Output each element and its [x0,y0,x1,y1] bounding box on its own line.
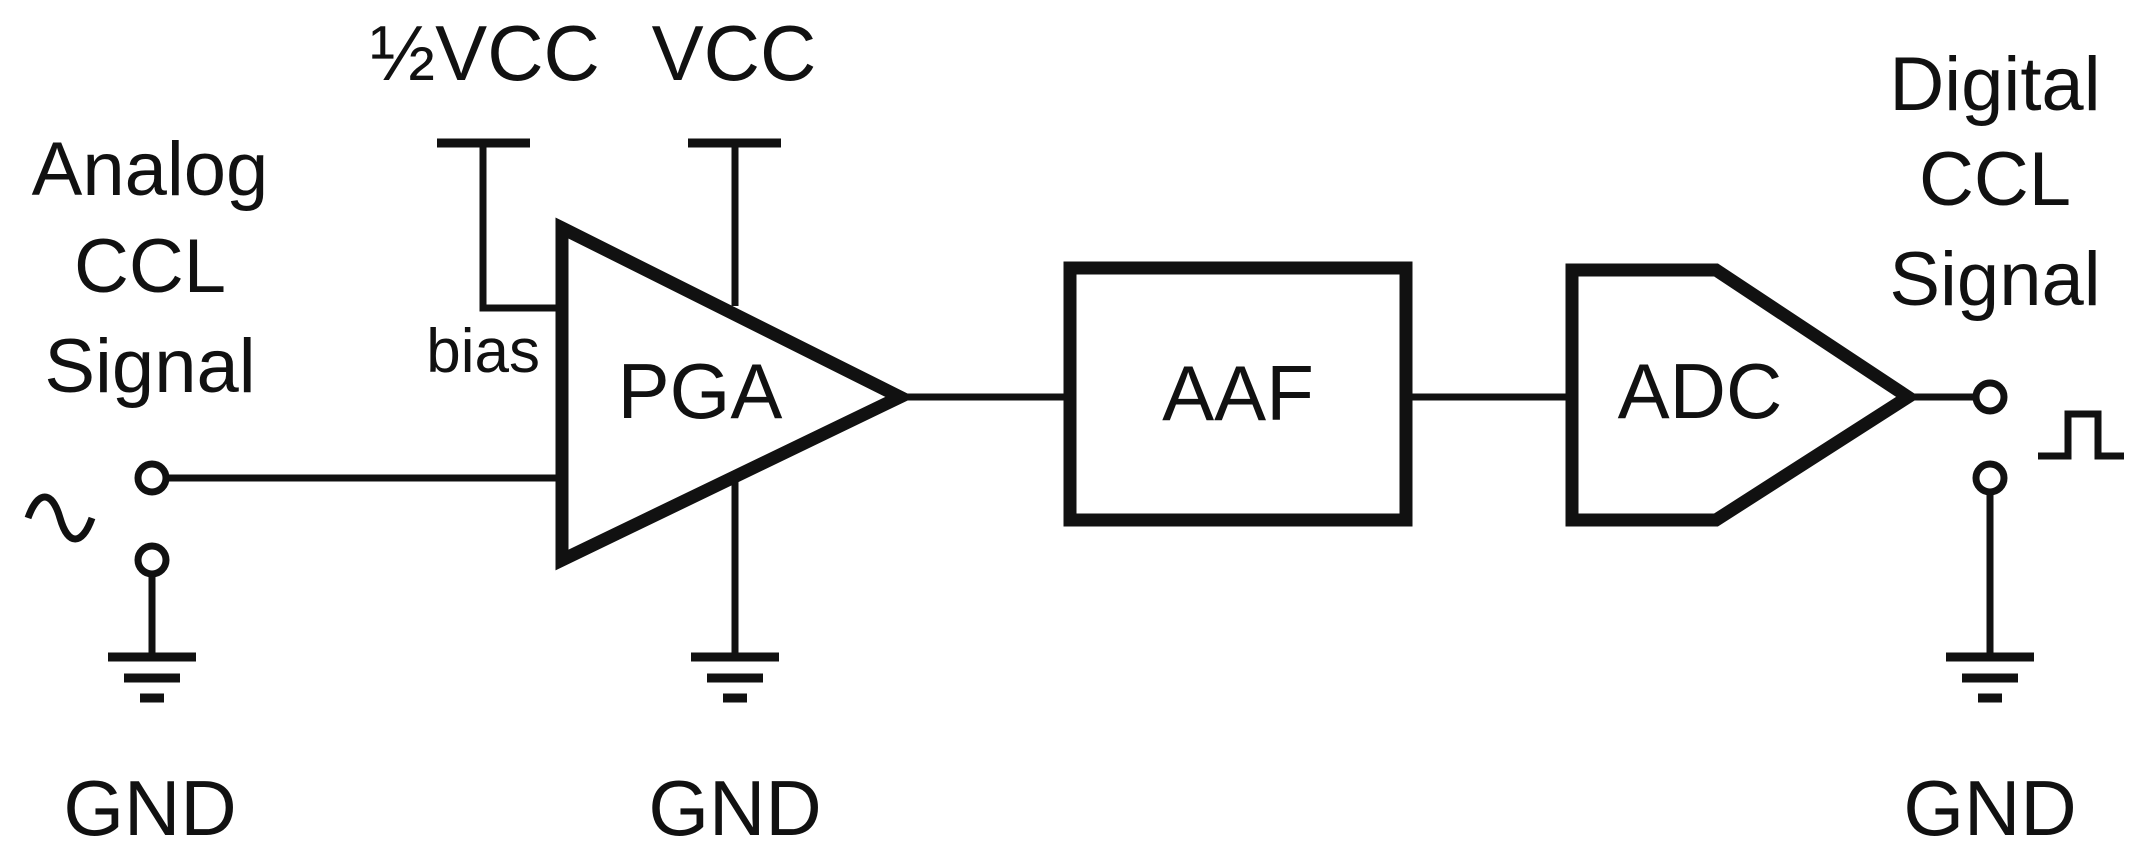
input-label-line-2: CCL [74,224,226,309]
sine-wave-icon [24,493,96,543]
half-vcc-label: ½VCC [370,9,600,97]
output-label-line-3: Signal [1889,237,2100,322]
input-ground-icon [108,652,196,703]
pga-gnd-label: GND [648,764,821,852]
input-label: Analog CCL Signal [32,127,269,409]
input-label-line-3: Signal [44,324,255,409]
input-ground-terminal [134,542,170,578]
output-gnd-label: GND [1903,764,2076,852]
output-label-line-1: Digital [1889,42,2100,127]
pga-ground-icon [691,652,779,703]
bias-label: bias [426,317,540,386]
input-gnd-label: GND [63,764,236,852]
vcc-label: VCC [652,9,817,97]
output-label: Digital CCL Signal [1889,42,2100,322]
adc-block [1565,263,1920,527]
output-ground-terminal [1972,460,2008,496]
adc-label: ADC [1618,347,1783,435]
bias-wire [479,143,560,312]
square-pulse-icon [2038,410,2124,460]
pga-label: PGA [618,347,783,435]
pga-triangle [555,217,915,571]
output-signal-terminal [1972,379,2008,415]
aaf-label: AAF [1162,349,1314,437]
output-label-line-2: CCL [1919,137,2071,222]
input-signal-terminal [134,460,170,496]
input-label-line-1: Analog [32,127,269,212]
output-ground-icon [1946,652,2034,703]
